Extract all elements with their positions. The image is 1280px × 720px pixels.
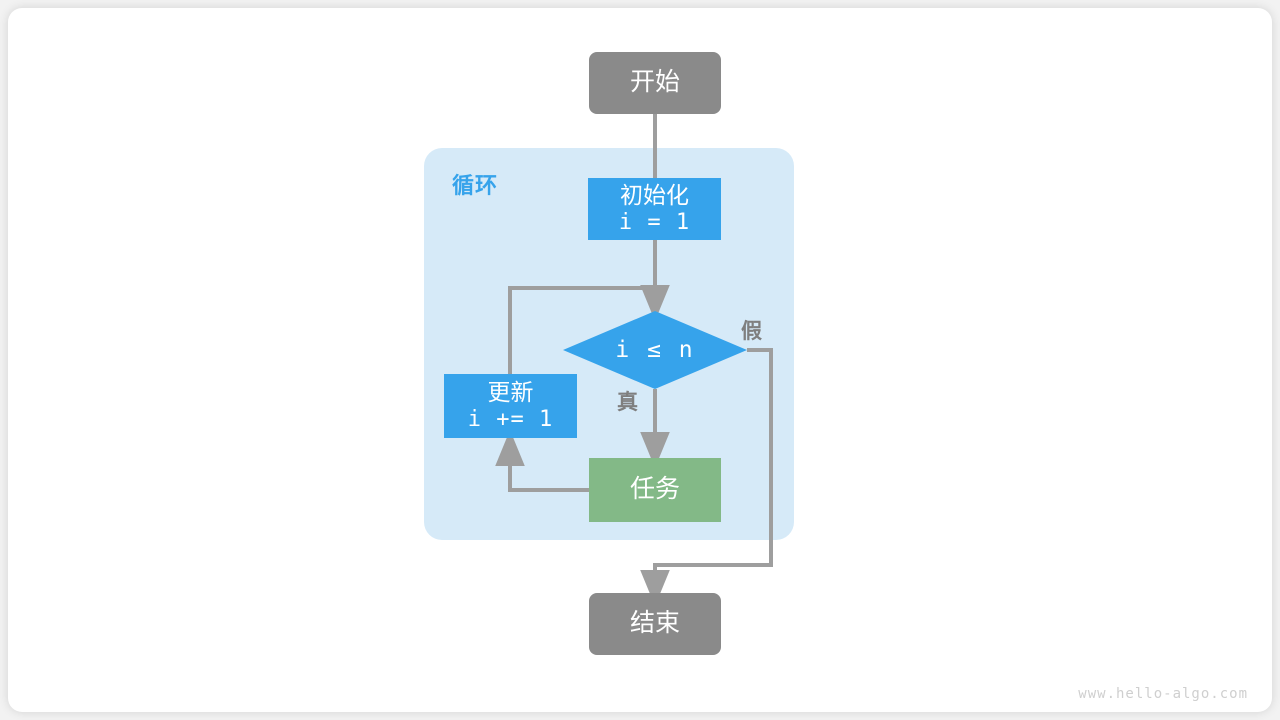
node-task[interactable]: 任务 (589, 458, 721, 522)
node-update[interactable]: 更新 i += 1 (444, 374, 577, 438)
node-update-expression: i += 1 (467, 406, 554, 432)
node-init[interactable]: 初始化 i = 1 (588, 178, 721, 240)
node-end-label: 结束 (629, 609, 680, 638)
node-end[interactable]: 结束 (589, 593, 721, 655)
node-update-label: 更新 (487, 379, 534, 406)
edge-label-true: 真 (617, 391, 638, 414)
loop-container-label: 循环 (452, 173, 499, 198)
node-start[interactable]: 开始 (589, 52, 721, 114)
watermark: www.hello-algo.com (1078, 686, 1248, 702)
node-start-label: 开始 (629, 68, 680, 97)
node-decision-label: i ≤ n (615, 337, 695, 363)
diamond-shape (563, 311, 747, 389)
edge-label-false: 假 (741, 320, 762, 343)
node-init-expression: i = 1 (618, 209, 691, 235)
node-init-label: 初始化 (620, 182, 689, 209)
node-task-label: 任务 (629, 475, 680, 504)
node-decision[interactable]: i ≤ n (563, 311, 747, 389)
